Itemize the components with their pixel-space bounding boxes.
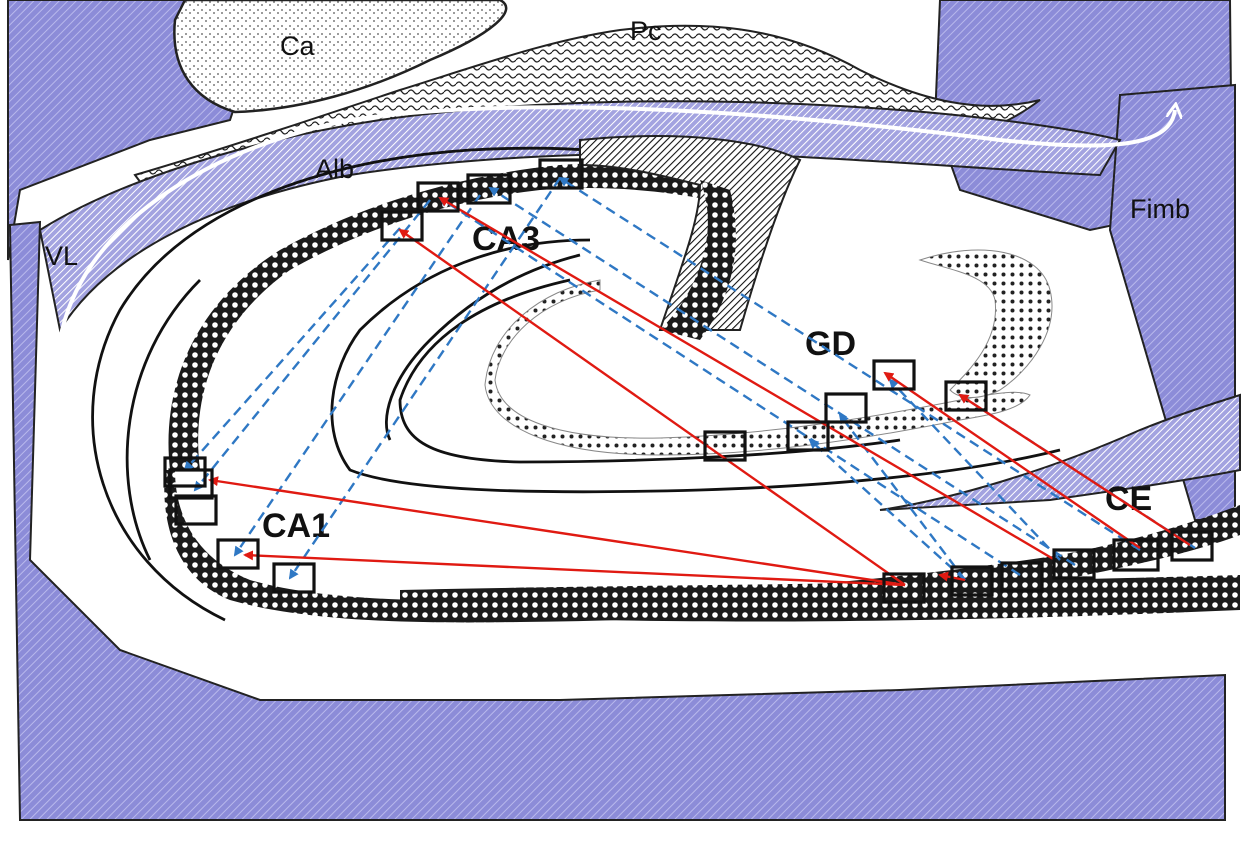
caudate-region [173, 0, 508, 114]
roi-box [872, 359, 916, 391]
roi-box [944, 380, 988, 412]
stratum-line-2 [398, 278, 901, 464]
ca3-dark-wedge [660, 180, 736, 340]
ca3-pyramidal-layer [168, 163, 720, 470]
label-vl: VL [45, 241, 78, 271]
roi-box [416, 181, 460, 213]
ca3-hatched-region [579, 135, 802, 331]
stratum-line-1 [330, 238, 1061, 494]
solid-arrow [243, 550, 906, 587]
label-gd: GD [805, 325, 856, 363]
dashed-arrow [888, 378, 1061, 561]
solid-arrow [883, 371, 1141, 549]
roi-box [824, 392, 868, 424]
dashed-arrow [438, 196, 1021, 577]
roi-box [466, 173, 512, 205]
dashed-arrow [193, 199, 431, 492]
dashed-arrow [808, 438, 966, 581]
solid-arrow [398, 228, 906, 586]
roi-box [174, 494, 218, 526]
solid-projections [208, 196, 1191, 587]
roi-box [216, 538, 260, 570]
dentate-gyrus-layer [484, 279, 1031, 456]
roi-box [1170, 530, 1214, 562]
entorhinal-band [879, 393, 1241, 511]
label-pc: Pc [630, 16, 662, 46]
roi-box [1052, 548, 1096, 580]
roi-box [950, 565, 994, 597]
solid-arrow [438, 196, 1056, 562]
roi-box [538, 158, 584, 190]
dashed-arrow [838, 413, 966, 581]
roi-box [380, 210, 424, 242]
ce-lower-band [400, 575, 1240, 622]
dashed-arrow [488, 186, 1076, 567]
roi-box [786, 420, 830, 452]
roi-box [1000, 561, 1044, 593]
roi-box [272, 562, 316, 594]
dashed-arrow [558, 176, 1141, 552]
label-ca1: CA1 [262, 507, 330, 545]
stratum-line-3 [385, 253, 581, 441]
fimbria-pathway [54, 107, 1175, 482]
inner-outline-1 [125, 279, 201, 561]
roi-box [168, 468, 214, 500]
label-fimb: Fimb [1130, 194, 1190, 224]
alveus-band [38, 100, 1122, 333]
label-ca: Ca [280, 31, 315, 61]
dashed-arrow [233, 194, 481, 557]
roi-box [163, 456, 207, 488]
dashed-arrow [288, 177, 561, 580]
roi-box [1112, 538, 1160, 572]
hippocampus-outline [91, 146, 691, 622]
roi-box [882, 572, 926, 604]
dashed-arrow [183, 227, 401, 472]
solid-arrow [958, 393, 1191, 547]
label-alb: Alb [315, 154, 354, 184]
solid-arrow [208, 476, 906, 587]
roi-box [703, 430, 747, 462]
roi-boxes [163, 158, 1214, 604]
label-ce: CE [1105, 480, 1152, 518]
